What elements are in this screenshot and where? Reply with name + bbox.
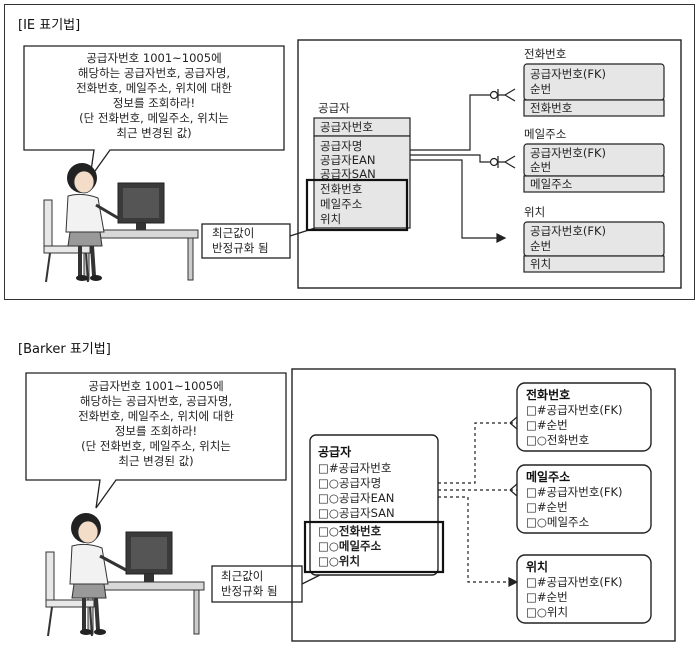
barker-entity-email-items: □#공급자번호(FK) □#순번 □○메일주소 <box>526 485 623 530</box>
barker-supplier-title: 공급자 <box>318 445 352 459</box>
attribute: □○공급자명 <box>318 476 382 490</box>
barker-relationship-lines <box>438 416 519 587</box>
attribute: 위치 <box>320 212 342 226</box>
note-line: 반정규화 됨 <box>221 584 278 598</box>
ie-entity-location-keys: 공급자번호(FK) 순번 <box>530 224 606 254</box>
request-line: 전화번호, 메일주소, 위치에 대한 <box>78 409 234 423</box>
barker-entity-phone <box>516 382 652 452</box>
attribute: □○메일주소 <box>526 515 590 529</box>
ie-entity-phone-attr: 전화번호 <box>530 101 573 115</box>
attribute: □○공급자SAN <box>318 506 395 520</box>
attribute: □#공급자번호(FK) <box>526 575 623 589</box>
request-line: 전화번호, 메일주소, 위치에 대한 <box>76 81 232 95</box>
barker-panel-title: [Barker 표기법] <box>18 342 111 357</box>
attribute: □○전화번호 <box>318 524 382 538</box>
ie-note-text: 최근값이 반정규화 됨 <box>212 226 269 256</box>
request-line: 최근 변경된 값) <box>116 126 192 140</box>
request-line: 해당하는 공급자번호, 공급자명, <box>77 66 231 80</box>
barker-repeating-group-highlight <box>303 520 445 574</box>
barker-entity-email-title: 메일주소 <box>526 470 571 484</box>
attribute: □○전화번호 <box>526 433 590 447</box>
barker-note-text: 최근값이 반정규화 됨 <box>221 569 278 599</box>
ie-diagram-frame <box>297 39 682 289</box>
attribute: 공급자명 <box>320 139 363 153</box>
barker-supplier-items: □#공급자번호 □○공급자명 □○공급자EAN □○공급자SAN <box>318 461 395 521</box>
request-line: 정보를 조회하라! <box>114 424 198 438</box>
ie-relationship-lines <box>410 88 516 243</box>
ie-panel-title: [IE 표기법] <box>18 18 81 33</box>
request-line: 최근 변경된 값) <box>118 454 194 468</box>
ie-person-at-desk-illustration <box>43 163 199 283</box>
request-line: (단 전화번호, 메일주소, 위치는 <box>79 111 229 125</box>
barker-entity-phone-title: 전화번호 <box>526 388 571 402</box>
request-line: 공급자번호 1001~1005에 <box>86 51 222 65</box>
ie-entity-email <box>523 143 665 193</box>
attribute: 전화번호 <box>320 182 363 196</box>
attribute: □#순번 <box>526 418 568 432</box>
ie-entity-email-keys: 공급자번호(FK) 순번 <box>530 146 606 174</box>
attribute: □○위치 <box>318 554 361 568</box>
note-line: 최근값이 <box>212 226 255 240</box>
ie-supplier-repeating: 전화번호 메일주소 위치 <box>320 182 362 227</box>
ie-entity-email-title: 메일주소 <box>524 127 567 141</box>
barker-entity-phone-items: □#공급자번호(FK) □#순번 □○전화번호 <box>526 403 623 448</box>
barker-supplier-repeating: □○전화번호 □○메일주소 □○위치 <box>318 524 381 569</box>
attribute: □○위치 <box>526 605 569 619</box>
key: 순번 <box>530 82 552 96</box>
attribute: □○메일주소 <box>318 539 382 553</box>
ie-note-box <box>201 223 291 259</box>
barker-diagram-frame <box>291 368 676 642</box>
attribute: □#순번 <box>526 500 568 514</box>
key: 공급자번호(FK) <box>530 67 607 81</box>
attribute: 공급자SAN <box>320 167 376 181</box>
key: 순번 <box>530 239 552 253</box>
request-line: 해당하는 공급자번호, 공급자명, <box>79 394 233 408</box>
note-line: 최근값이 <box>221 569 264 583</box>
attribute: □#순번 <box>526 590 568 604</box>
ie-supplier-pk: 공급자번호 <box>320 120 373 134</box>
ie-supplier-entity <box>305 117 411 232</box>
ie-request-bubble <box>23 45 285 179</box>
barker-person-at-desk-illustration <box>45 513 205 637</box>
ie-entity-phone <box>523 63 665 117</box>
ie-entity-phone-keys: 공급자번호(FK) 순번 <box>530 67 606 97</box>
request-line: (단 전화번호, 메일주소, 위치는 <box>81 439 231 453</box>
attribute: □#공급자번호 <box>318 461 392 475</box>
ie-entity-phone-title: 전화번호 <box>524 47 567 61</box>
ie-entity-location-attr: 위치 <box>530 257 552 271</box>
ie-entity-email-attr: 메일주소 <box>530 177 573 191</box>
barker-entity-location-items: □#공급자번호(FK) □#순번 □○위치 <box>526 575 623 620</box>
key: 순번 <box>530 160 552 174</box>
ie-entity-location-title: 위치 <box>524 205 546 219</box>
attribute: 메일주소 <box>320 197 363 211</box>
barker-note-box <box>211 565 303 603</box>
barker-request-text: 공급자번호 1001~1005에 해당하는 공급자번호, 공급자명, 전화번호,… <box>28 379 284 469</box>
barker-supplier-entity <box>309 434 439 576</box>
barker-request-bubble <box>25 372 287 509</box>
key: 공급자번호(FK) <box>530 146 607 160</box>
ie-supplier-title: 공급자 <box>318 101 350 115</box>
attribute: □#공급자번호(FK) <box>526 403 623 417</box>
attribute: □#공급자번호(FK) <box>526 485 623 499</box>
ie-entity-location <box>523 221 665 273</box>
ie-request-text: 공급자번호 1001~1005에 해당하는 공급자번호, 공급자명, 전화번호,… <box>26 51 282 141</box>
request-line: 공급자번호 1001~1005에 <box>88 379 224 393</box>
ie-repeating-group-highlight <box>305 178 409 232</box>
ie-supplier-attrs: 공급자명 공급자EAN 공급자SAN <box>320 139 376 181</box>
barker-entity-email <box>516 464 652 534</box>
attribute: □○공급자EAN <box>318 491 395 505</box>
key: 공급자번호(FK) <box>530 224 607 238</box>
barker-entity-location-title: 위치 <box>526 560 549 574</box>
barker-entity-location <box>516 554 652 624</box>
note-line: 반정규화 됨 <box>212 241 269 255</box>
attribute: 공급자EAN <box>320 153 376 167</box>
request-line: 정보를 조회하라! <box>112 96 196 110</box>
